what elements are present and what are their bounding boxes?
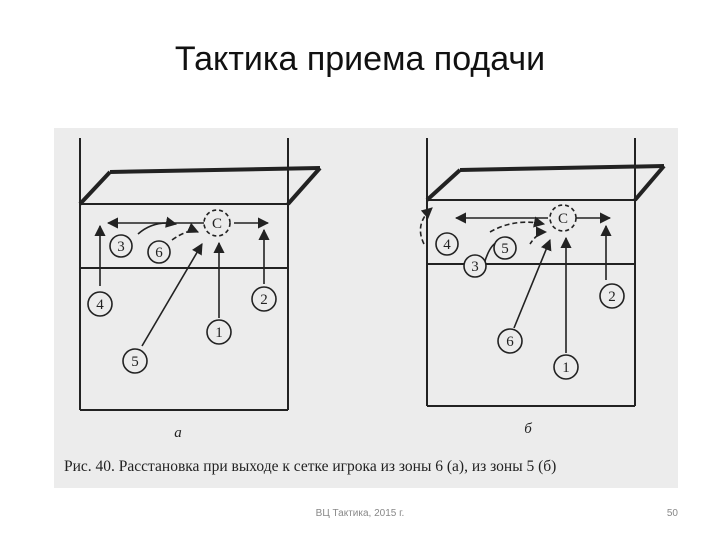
net (459, 164, 665, 172)
panel-a-label: а (174, 425, 182, 441)
net-post-left (425, 168, 462, 202)
net-post-right (633, 164, 666, 202)
movement-arrows-b (419, 207, 612, 353)
player-marker (553, 354, 579, 380)
movement-arrows-a (94, 216, 270, 347)
page-number: 50 (666, 508, 678, 519)
footer-text: ВЦ Тактика, 2015 г. (315, 508, 405, 519)
player-label: 4 (443, 237, 451, 253)
player-label: 1 (562, 360, 570, 376)
setter-marker (203, 209, 231, 237)
arrow (513, 238, 552, 329)
arrow (529, 226, 548, 245)
players-b: С 4 5 3 2 6 1 (435, 204, 625, 380)
player-label: 3 (117, 239, 125, 255)
player-marker (109, 234, 133, 258)
player-marker (599, 283, 625, 309)
setter-label: С (558, 211, 568, 227)
slide-title: Тактика приема подачи (174, 40, 546, 78)
player-marker (493, 236, 517, 260)
arrow (419, 207, 433, 245)
player-label: 6 (506, 334, 514, 350)
arrow (171, 222, 200, 241)
player-label: 2 (608, 289, 616, 305)
arrow (141, 243, 203, 347)
player-label: 5 (131, 354, 139, 370)
court-panel-a (78, 138, 322, 411)
player-marker (206, 319, 232, 345)
net-post-left (78, 170, 112, 206)
arrow (137, 216, 178, 235)
court-panel-b (425, 138, 666, 407)
player-marker (87, 291, 113, 317)
player-label: 2 (260, 292, 268, 308)
player-marker (435, 232, 459, 256)
player-label: 4 (96, 297, 104, 313)
player-label: 6 (155, 245, 163, 261)
player-marker (147, 240, 171, 264)
player-label: 3 (471, 259, 479, 275)
arrow (489, 216, 546, 233)
panel-b-label: б (524, 421, 532, 437)
net (109, 166, 321, 174)
player-marker (122, 348, 148, 374)
net-post-right (286, 166, 322, 206)
setter-label: С (212, 216, 222, 232)
diagram-figure: С 3 6 4 2 1 5 а (54, 128, 678, 488)
court-diagrams: С 3 6 4 2 1 5 а (78, 138, 666, 441)
player-marker (463, 254, 487, 278)
setter-marker (549, 204, 577, 232)
player-label: 1 (215, 325, 223, 341)
player-marker (497, 328, 523, 354)
players-a: С 3 6 4 2 1 5 (87, 209, 277, 374)
figure-caption: Рис. 40. Расстановка при выходе к сетке … (64, 458, 557, 475)
player-label: 5 (501, 241, 509, 257)
player-marker (251, 286, 277, 312)
